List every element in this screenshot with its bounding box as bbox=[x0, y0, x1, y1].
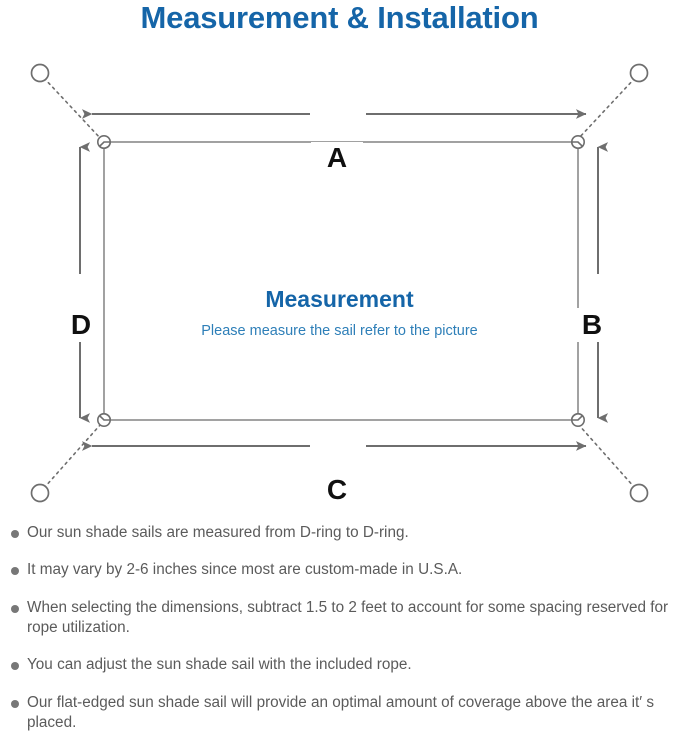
note-text: When selecting the dimensions, subtract … bbox=[27, 598, 669, 637]
bullet-icon bbox=[11, 567, 19, 576]
sail-body bbox=[103, 141, 579, 421]
dimension-label-d: D bbox=[59, 308, 103, 342]
d-ring-top-right-tab bbox=[570, 141, 584, 149]
d-ring-bottom-left-tab bbox=[98, 413, 112, 421]
list-item: You can adjust the sun shade sail with t… bbox=[0, 655, 679, 675]
page-title: Measurement & Installation bbox=[140, 0, 539, 35]
note-text: Our sun shade sails are measured from D-… bbox=[27, 524, 409, 541]
note-text: It may vary by 2-6 inches since most are… bbox=[27, 561, 463, 579]
anchor-ring-bottom-right-icon bbox=[629, 483, 649, 503]
dimension-label-c: C bbox=[311, 474, 363, 506]
anchor-rings bbox=[30, 63, 649, 503]
sail-measurement-diagram: Measurement Please measure the sail refe… bbox=[0, 46, 679, 511]
rope-top-right bbox=[577, 77, 636, 140]
rope-bottom-left bbox=[43, 423, 102, 489]
bullet-icon bbox=[11, 662, 19, 671]
list-item: Our flat-edged sun shade sail will provi… bbox=[0, 693, 679, 734]
d-rings bbox=[97, 135, 585, 427]
note-text: Our flat-edged sun shade sail will provi… bbox=[27, 693, 655, 732]
bullet-icon bbox=[11, 604, 19, 613]
anchor-ring-top-left-icon bbox=[30, 63, 50, 83]
dimension-label-a: A bbox=[311, 142, 363, 174]
rope-lines bbox=[43, 77, 636, 489]
dimension-label-b: B bbox=[570, 308, 614, 342]
rope-bottom-right bbox=[577, 423, 636, 489]
list-item: Our sun shade sails are measured from D-… bbox=[0, 523, 679, 543]
note-text: You can adjust the sun shade sail with t… bbox=[27, 656, 412, 674]
list-item: It may vary by 2-6 inches since most are… bbox=[0, 560, 679, 580]
rope-top-left bbox=[43, 77, 102, 140]
notes-list: Our sun shade sails are measured from D-… bbox=[0, 523, 679, 750]
d-ring-bottom-right-tab bbox=[570, 413, 584, 421]
bullet-icon bbox=[11, 530, 19, 538]
diagram-svg bbox=[30, 63, 649, 503]
anchor-ring-top-right-icon bbox=[629, 63, 649, 83]
anchor-ring-bottom-left-icon bbox=[30, 483, 50, 503]
list-item: When selecting the dimensions, subtract … bbox=[0, 598, 679, 639]
bullet-icon bbox=[11, 699, 19, 708]
d-ring-top-left-tab bbox=[98, 141, 112, 149]
